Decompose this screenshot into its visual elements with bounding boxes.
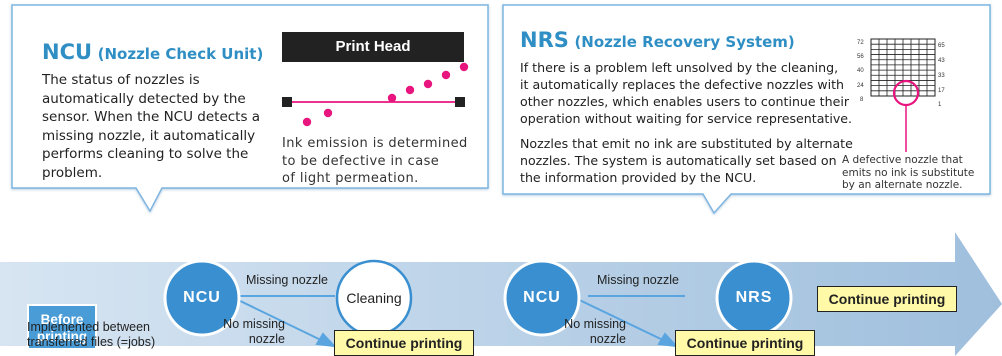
svg-text:72: 72 (857, 40, 864, 46)
svg-text:8: 8 (860, 97, 864, 103)
ink-emission-caption: Ink emission is determined to be defecti… (282, 135, 482, 188)
no-missing-nozzle-label-2: No missing nozzle (554, 317, 626, 347)
print-head-label: Print Head (282, 32, 464, 62)
ink-dot (441, 70, 451, 80)
ncu-title: NCU (Nozzle Check Unit) (42, 40, 263, 64)
nrs-title-main: NRS (520, 28, 569, 52)
text-line: nozzle (248, 332, 285, 346)
text-line: Before (40, 312, 84, 327)
ink-dot (387, 93, 397, 103)
ncu-circle-label-2: NCU (523, 289, 561, 306)
continue-printing-box-1: Continue printing (334, 330, 474, 356)
svg-text:24: 24 (857, 83, 864, 89)
text-line: A defective nozzle that (842, 154, 963, 166)
ncu-title-main: NCU (42, 40, 93, 64)
svg-text:65: 65 (938, 43, 945, 49)
text-line: No missing (223, 317, 285, 331)
text-line: it automatically replaces the defective … (520, 77, 844, 92)
text-line: operation without waiting for service re… (520, 111, 853, 126)
cleaning-label: Cleaning (346, 290, 402, 306)
text-line: Nozzles that emit no ink are substituted… (520, 136, 853, 151)
grid-right-numbers: 65 43 33 17 1 (938, 43, 945, 108)
svg-text:43: 43 (938, 58, 945, 64)
ink-emission-graphic (282, 62, 469, 127)
before-printing-box: Before printing (27, 304, 97, 350)
svg-text:1: 1 (938, 102, 942, 108)
text-line: If there is a problem left unsolved by t… (520, 60, 839, 75)
ncu-circle-label-1: NCU (183, 289, 221, 306)
ink-dot (405, 85, 415, 95)
text-line: printing (36, 329, 88, 344)
svg-text:17: 17 (938, 88, 945, 94)
text-line: nozzles. The system is automatically set… (520, 153, 837, 168)
text-line: automatically detected by the (42, 90, 246, 107)
missing-nozzle-label-1: Missing nozzle (246, 273, 328, 287)
ncu-title-sub: (Nozzle Check Unit) (97, 45, 264, 63)
ink-dot (423, 79, 433, 89)
ncu-circle-1 (163, 259, 241, 337)
implemented-note: Implemented between transferred files (=… (27, 320, 155, 350)
text-line: missing nozzle, it automatically (42, 127, 256, 144)
svg-text:33: 33 (938, 73, 945, 79)
text-line: Ink emission is determined (282, 136, 468, 151)
text-line: transferred files (=jobs) (27, 335, 156, 349)
text-line: emits no ink is substitute (842, 166, 975, 179)
text-line: The status of nozzles is (42, 72, 200, 88)
ink-dot (302, 117, 312, 127)
no-missing-nozzle-label-1: No missing nozzle (213, 317, 285, 347)
text-line: other nozzles, which enables users to co… (520, 94, 850, 109)
text-line: the information provided by the NCU. (520, 170, 757, 185)
nrs-callout-box (502, 4, 991, 215)
nrs-description-2: Nozzles that emit no ink are substituted… (520, 135, 856, 186)
text-line: problem. (42, 164, 103, 181)
nrs-title: NRS (Nozzle Recovery System) (520, 28, 795, 52)
text-line: No missing (564, 317, 626, 331)
ncu-circle-2 (503, 259, 581, 337)
nozzle-grid-caption: A defective nozzle that emits no ink is … (842, 154, 988, 192)
text-line: Implemented between (27, 320, 150, 334)
missing-nozzle-label-2: Missing nozzle (597, 273, 679, 287)
ink-dot (459, 62, 469, 72)
text-line: sensor. When the NCU detects a (42, 109, 261, 126)
continue-printing-box-3: Continue printing (817, 286, 957, 312)
grid-left-numbers: 72 56 40 24 8 (857, 40, 864, 103)
text-line: performs cleaning to solve the (42, 146, 249, 163)
text-line: by an alternate nozzle. (842, 179, 963, 191)
ncu-description: The status of nozzles is automatically d… (42, 71, 274, 183)
svg-text:40: 40 (857, 68, 864, 74)
svg-text:56: 56 (857, 54, 864, 60)
text-line: to be defective in case (282, 153, 440, 169)
text-line: nozzle (589, 332, 626, 346)
nrs-title-sub: (Nozzle Recovery System) (574, 33, 795, 51)
nrs-circle-label: NRS (735, 289, 773, 306)
ink-dot (323, 108, 333, 118)
nrs-description-1: If there is a problem left unsolved by t… (520, 59, 856, 127)
continue-printing-box-2: Continue printing (675, 330, 815, 356)
text-line: of light permeation. (282, 171, 419, 186)
